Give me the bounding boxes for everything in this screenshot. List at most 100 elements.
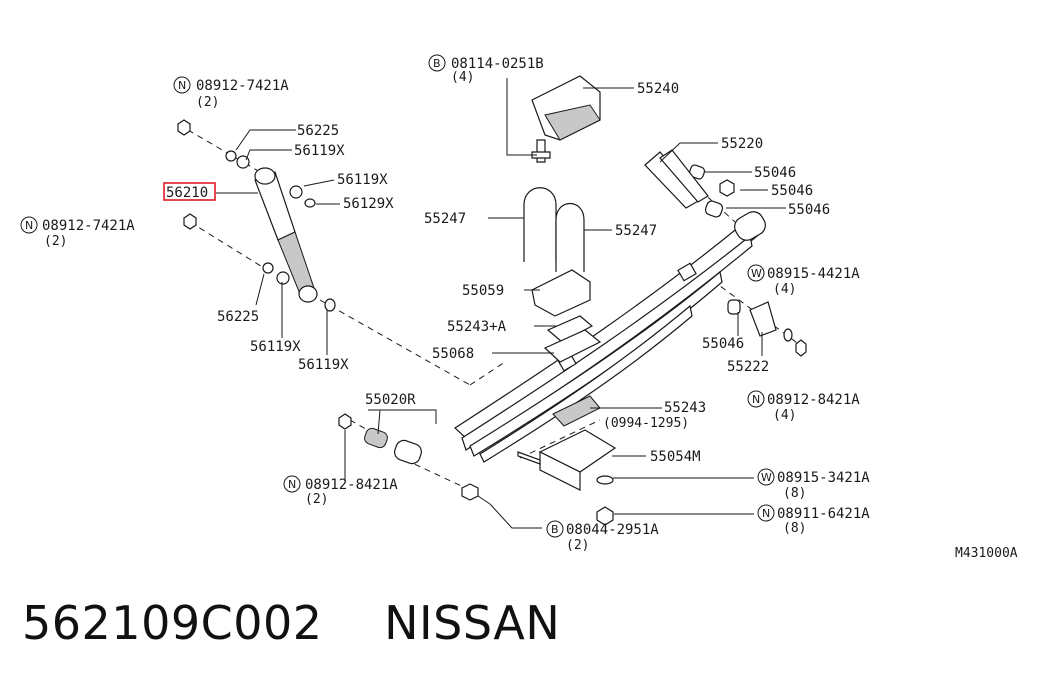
svg-text:56210: 56210 xyxy=(166,185,208,201)
label-55247-right[interactable]: 55247 xyxy=(615,223,657,239)
label-55046-b[interactable]: 55046 xyxy=(771,183,813,199)
svg-text:55247: 55247 xyxy=(615,223,657,239)
svg-text:55243: 55243 xyxy=(664,400,706,416)
svg-text:55247: 55247 xyxy=(424,211,466,227)
svg-text:56225: 56225 xyxy=(217,309,259,325)
svg-text:55222: 55222 xyxy=(727,359,769,375)
shackle-plate-55222[interactable] xyxy=(749,301,777,337)
label-56225-bottom[interactable]: 56225 xyxy=(217,309,259,325)
svg-text:08912-8421A: 08912-8421A xyxy=(305,477,398,493)
svg-text:55220: 55220 xyxy=(721,136,763,152)
svg-text:08114-0251B: 08114-0251B xyxy=(451,56,544,72)
label-55243A[interactable]: 55243+A xyxy=(447,319,507,335)
label-56119X-b[interactable]: 56119X xyxy=(337,172,388,188)
svg-text:55046: 55046 xyxy=(771,183,813,199)
eye-bushings[interactable] xyxy=(363,164,741,466)
label-08911-6421A[interactable]: N 08911-6421A (8) xyxy=(757,504,870,536)
leader-lines xyxy=(216,78,786,529)
label-56129X[interactable]: 56129X xyxy=(343,196,394,212)
svg-text:(4): (4) xyxy=(451,70,474,85)
svg-text:W: W xyxy=(751,267,762,280)
label-55046-a[interactable]: 55046 xyxy=(754,165,796,181)
label-08044-2951A[interactable]: B 08044-2951A (2) xyxy=(546,520,659,553)
label-55222[interactable]: 55222 xyxy=(727,359,769,375)
svg-text:55068: 55068 xyxy=(432,346,474,362)
svg-text:(4): (4) xyxy=(773,408,796,423)
svg-text:(0994-1295): (0994-1295) xyxy=(603,416,689,431)
svg-text:M431000A: M431000A xyxy=(955,546,1018,561)
svg-text:55243+A: 55243+A xyxy=(447,319,507,335)
label-08912-8421A-left[interactable]: N 08912-8421A (2) xyxy=(283,475,398,507)
svg-text:56225: 56225 xyxy=(297,123,339,139)
label-08912-8421A-right[interactable]: N 08912-8421A (4) xyxy=(747,390,860,423)
label-55240[interactable]: 55240 xyxy=(637,81,679,97)
label-55068[interactable]: 55068 xyxy=(432,346,474,362)
svg-text:55046: 55046 xyxy=(702,336,744,352)
label-08915-4421A[interactable]: W 08915-4421A (4) xyxy=(747,264,860,297)
svg-text:08911-6421A: 08911-6421A xyxy=(777,506,870,522)
leaf-spring-55020R[interactable] xyxy=(454,208,769,463)
svg-text:N: N xyxy=(178,79,186,92)
svg-text:56129X: 56129X xyxy=(343,196,394,212)
label-56119X-a[interactable]: 56119X xyxy=(294,143,345,159)
bolt-08044-2951A[interactable] xyxy=(461,483,491,505)
plate-55068[interactable] xyxy=(543,329,602,363)
label-55046-c[interactable]: 55046 xyxy=(788,202,830,218)
svg-text:08915-3421A: 08915-3421A xyxy=(777,470,870,486)
svg-text:55240: 55240 xyxy=(637,81,679,97)
svg-text:N: N xyxy=(752,393,760,406)
svg-text:55046: 55046 xyxy=(754,165,796,181)
label-08915-3421A[interactable]: W 08915-3421A (8) xyxy=(757,468,870,501)
label-08912-7421A-left[interactable]: N 08912-7421A (2) xyxy=(20,216,135,249)
svg-text:08912-7421A: 08912-7421A xyxy=(42,218,135,234)
svg-text:N: N xyxy=(25,219,33,232)
svg-text:(2): (2) xyxy=(305,492,328,507)
svg-text:B: B xyxy=(551,523,559,536)
svg-text:08044-2951A: 08044-2951A xyxy=(566,522,659,538)
svg-text:(2): (2) xyxy=(566,538,589,553)
label-55247-left[interactable]: 55247 xyxy=(424,211,466,227)
svg-text:N: N xyxy=(288,478,296,491)
svg-text:55046: 55046 xyxy=(788,202,830,218)
seat-55054M[interactable] xyxy=(517,429,617,491)
label-55046-d[interactable]: 55046 xyxy=(702,336,744,352)
svg-text:56119X: 56119X xyxy=(298,357,349,373)
label-56119X-c[interactable]: 56119X xyxy=(250,339,301,355)
figure-code: M431000A xyxy=(955,546,1018,561)
svg-text:08912-7421A: 08912-7421A xyxy=(196,78,289,94)
bracket-55240[interactable] xyxy=(531,75,601,163)
shock-absorber-56210[interactable] xyxy=(254,167,318,303)
svg-text:(8): (8) xyxy=(783,486,806,501)
label-56225-top[interactable]: 56225 xyxy=(297,123,339,139)
svg-text:B: B xyxy=(433,57,441,70)
label-55020R[interactable]: 55020R xyxy=(365,392,416,408)
label-55220[interactable]: 55220 xyxy=(721,136,763,152)
label-55054M[interactable]: 55054M xyxy=(650,449,701,465)
svg-text:(4): (4) xyxy=(773,282,796,297)
svg-text:55020R: 55020R xyxy=(365,392,416,408)
pad-55243A[interactable] xyxy=(546,315,594,343)
svg-text:55054M: 55054M xyxy=(650,449,701,465)
shackle-55220[interactable] xyxy=(644,149,709,209)
label-55059[interactable]: 55059 xyxy=(462,283,504,299)
svg-text:55059: 55059 xyxy=(462,283,504,299)
label-55243[interactable]: 55243 (0994-1295) xyxy=(603,400,706,431)
svg-text:(2): (2) xyxy=(196,95,219,110)
label-56210-highlighted[interactable]: 56210 xyxy=(163,182,216,201)
label-08114-0251B[interactable]: B 08114-0251B (4) xyxy=(428,54,544,85)
part-labels: N 08912-7421A (2) N 08912-7421A (2) B 08… xyxy=(20,54,1018,561)
svg-text:(8): (8) xyxy=(783,521,806,536)
label-56119X-d[interactable]: 56119X xyxy=(298,357,349,373)
part-number-caption: 562109C002 NISSAN xyxy=(22,596,561,650)
bushings-nuts-washers[interactable] xyxy=(177,119,807,526)
spacer-55059[interactable] xyxy=(531,269,591,317)
svg-text:N: N xyxy=(762,507,770,520)
label-08912-7421A-top[interactable]: N 08912-7421A (2) xyxy=(173,76,289,110)
svg-text:(2): (2) xyxy=(44,234,67,249)
svg-text:W: W xyxy=(761,471,772,484)
u-bolts-55247[interactable] xyxy=(523,187,585,272)
svg-text:56119X: 56119X xyxy=(250,339,301,355)
svg-text:08912-8421A: 08912-8421A xyxy=(767,392,860,408)
